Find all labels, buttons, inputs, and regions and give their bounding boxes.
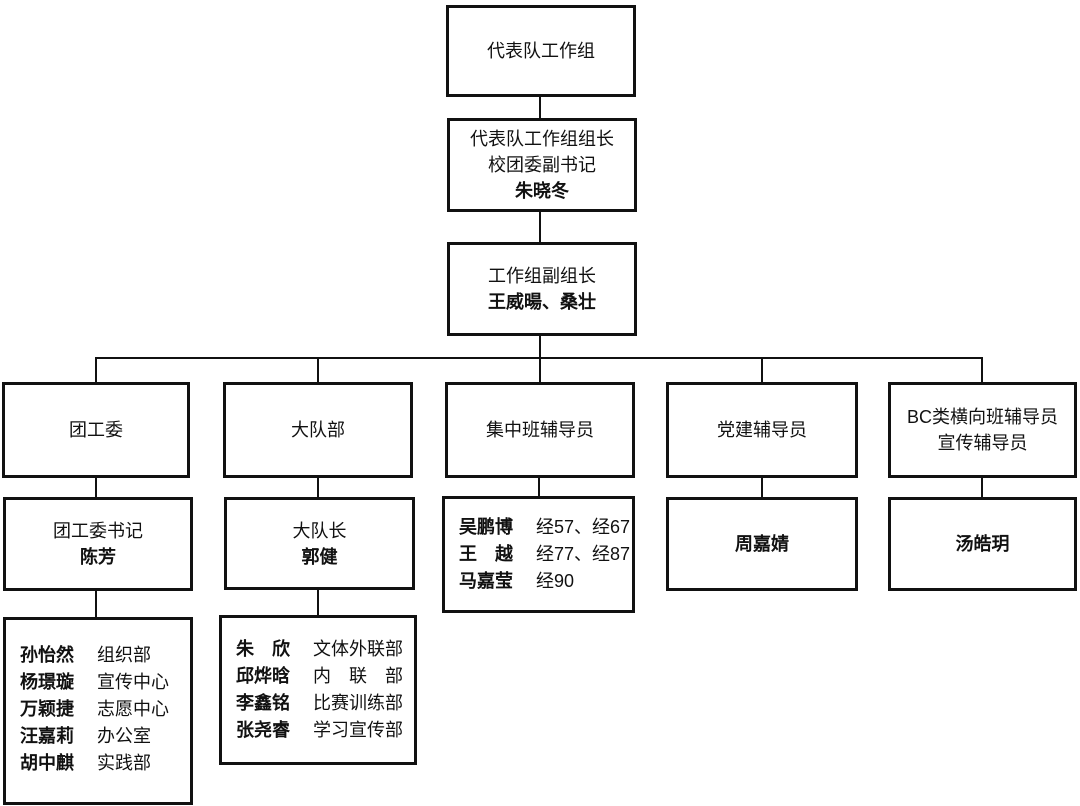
member-name: 汪嘉莉 — [20, 726, 74, 746]
org-box-branch5-head: 汤皓玥 — [888, 497, 1077, 591]
org-box-leader: 代表队工作组组长 校团委副书记 朱晓冬 — [447, 118, 637, 212]
root-label: 代表队工作组 — [487, 41, 595, 61]
member-row: 吴鹏博 经57、经67 — [459, 514, 632, 541]
member-name: 胡中麒 — [20, 753, 74, 773]
member-dept: 内 联 部 — [313, 666, 404, 686]
connector-leader-deputy — [539, 212, 541, 242]
member-name: 万颖捷 — [20, 699, 74, 719]
member-dept: 办公室 — [97, 726, 152, 746]
org-box-branch2-label: 大队部 — [223, 382, 413, 478]
branch1-label: 团工委 — [69, 420, 123, 440]
member-name: 吴鹏博 — [459, 517, 513, 537]
leader-name: 朱晓冬 — [515, 181, 569, 201]
member-classes: 经90 — [536, 571, 575, 591]
org-box-branch3-members: 吴鹏博 经57、经67 王 越 经77、经87 马嘉莹 经90 — [442, 496, 635, 613]
connector-stub-branch1 — [95, 358, 97, 382]
member-row: 孙怡然 组织部 — [20, 642, 190, 669]
member-row: 张尧睿 学习宣传部 — [236, 717, 414, 744]
member-row: 邱烨晗 内 联 部 — [236, 663, 414, 690]
org-box-branch1-head: 团工委书记 陈芳 — [3, 497, 193, 591]
connector-branch2-row2 — [317, 478, 319, 497]
org-box-deputy: 工作组副组长 王威暘、桑壮 — [447, 242, 637, 336]
connector-branch2-row3 — [317, 590, 319, 615]
connector-branch1-row3 — [95, 591, 97, 617]
leader-subtitle: 校团委副书记 — [488, 155, 596, 175]
member-name: 邱烨晗 — [236, 666, 290, 686]
connector-branch1-row2 — [95, 478, 97, 497]
branch4-head-name: 周嘉婧 — [735, 534, 789, 554]
connector-branch4-row2 — [761, 478, 763, 497]
branch2-head-title: 大队长 — [292, 520, 347, 541]
member-dept: 学习宣传部 — [313, 720, 404, 740]
member-dept: 比赛训练部 — [313, 693, 404, 713]
member-name: 朱 欣 — [236, 639, 290, 659]
branch2-head-name: 郭健 — [301, 546, 338, 567]
member-dept: 组织部 — [97, 645, 152, 665]
member-name: 马嘉莹 — [459, 571, 513, 591]
member-row: 王 越 经77、经87 — [459, 541, 632, 568]
connector-deputy-trunk — [539, 336, 541, 382]
connector-stub-branch5 — [981, 358, 983, 382]
branch5-head-name: 汤皓玥 — [955, 534, 1010, 554]
connector-root-leader — [539, 97, 541, 118]
member-row: 胡中麒 实践部 — [20, 750, 190, 777]
deputy-names: 王威暘、桑壮 — [488, 292, 596, 312]
branch3-label: 集中班辅导员 — [486, 420, 594, 440]
member-name: 孙怡然 — [20, 645, 74, 665]
member-row: 李鑫铭 比赛训练部 — [236, 690, 414, 717]
org-box-branch3-label: 集中班辅导员 — [445, 382, 635, 478]
member-row: 杨璟璇 宣传中心 — [20, 669, 190, 696]
connector-branch5-row2 — [981, 478, 983, 497]
member-classes: 经77、经87 — [536, 544, 631, 564]
leader-title: 代表队工作组组长 — [470, 129, 614, 149]
deputy-title: 工作组副组长 — [488, 266, 596, 286]
org-box-branch4-label: 党建辅导员 — [666, 382, 858, 478]
member-row: 万颖捷 志愿中心 — [20, 696, 190, 723]
org-box-branch1-members: 孙怡然 组织部 杨璟璇 宣传中心 万颖捷 志愿中心 汪嘉莉 办公室 胡中麒 实践… — [3, 617, 193, 805]
branch2-label: 大队部 — [291, 420, 345, 440]
member-row: 朱 欣 文体外联部 — [236, 636, 414, 663]
connector-branch3-row2 — [538, 478, 540, 496]
member-dept: 宣传中心 — [97, 672, 170, 692]
org-box-branch5-label: BC类横向班辅导员 宣传辅导员 — [888, 382, 1077, 478]
branch5-label-line1: BC类横向班辅导员 — [906, 407, 1058, 427]
branch5-label-line2: 宣传辅导员 — [937, 433, 1028, 453]
connector-branch-rail — [95, 357, 983, 359]
member-dept: 文体外联部 — [313, 639, 404, 659]
member-name: 张尧睿 — [236, 720, 290, 740]
connector-stub-branch4 — [761, 358, 763, 382]
member-name: 王 越 — [459, 544, 513, 564]
org-box-branch4-head: 周嘉婧 — [666, 497, 858, 591]
org-box-branch2-head: 大队长 郭健 — [224, 497, 415, 590]
branch1-head-name: 陈芳 — [80, 547, 116, 567]
branch1-head-title: 团工委书记 — [53, 521, 143, 541]
org-box-branch2-members: 朱 欣 文体外联部 邱烨晗 内 联 部 李鑫铭 比赛训练部 张尧睿 学习宣传部 — [219, 615, 417, 765]
member-name: 李鑫铭 — [236, 693, 290, 713]
member-classes: 经57、经67 — [536, 517, 631, 537]
member-row: 汪嘉莉 办公室 — [20, 723, 190, 750]
org-box-root: 代表队工作组 — [446, 5, 636, 97]
connector-stub-branch2 — [317, 358, 319, 382]
member-name: 杨璟璇 — [20, 672, 74, 692]
branch4-label: 党建辅导员 — [717, 420, 807, 440]
org-box-branch1-label: 团工委 — [2, 382, 190, 478]
member-row: 马嘉莹 经90 — [459, 568, 632, 595]
member-dept: 志愿中心 — [97, 699, 170, 719]
member-dept: 实践部 — [97, 753, 152, 773]
